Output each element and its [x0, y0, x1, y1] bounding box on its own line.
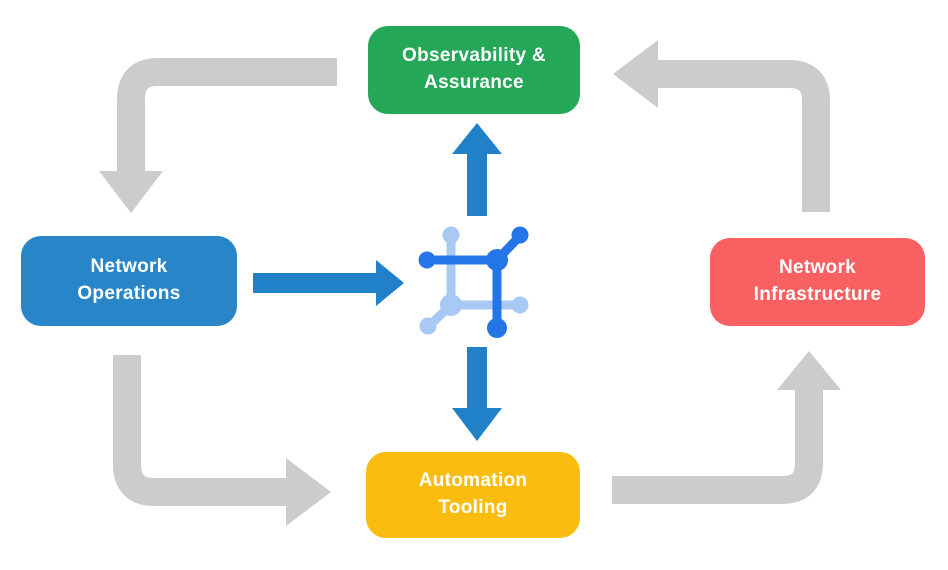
node-observability-assurance-label: Observability & Assurance — [402, 45, 546, 93]
node-network-infrastructure-label: Network Infrastructure — [753, 257, 882, 305]
arrow-observability-to-operations — [99, 58, 337, 213]
cycle-arrows — [99, 40, 841, 526]
arrow-center-to-observability — [452, 123, 502, 216]
network-mesh-icon-light-parts — [419, 226, 529, 335]
arrow-operations-to-automation — [113, 355, 331, 526]
link-arrows — [253, 123, 502, 441]
arrow-center-to-automation — [452, 347, 502, 441]
node-network-operations: Network Operations — [21, 236, 237, 326]
node-automation-tooling-label: Automation Tooling — [418, 470, 528, 518]
arrow-infrastructure-to-observability — [613, 40, 830, 212]
node-automation-tooling: Automation Tooling — [366, 452, 580, 538]
network-mesh-icon-dark-parts — [418, 226, 529, 338]
arrow-automation-to-infrastructure — [612, 351, 841, 504]
arrow-operations-to-center — [253, 260, 404, 306]
node-network-operations-label: Network Operations — [77, 256, 181, 304]
node-observability-assurance: Observability & Assurance — [368, 26, 580, 114]
node-network-infrastructure: Network Infrastructure — [710, 238, 925, 326]
network-mesh-icon — [418, 226, 529, 338]
